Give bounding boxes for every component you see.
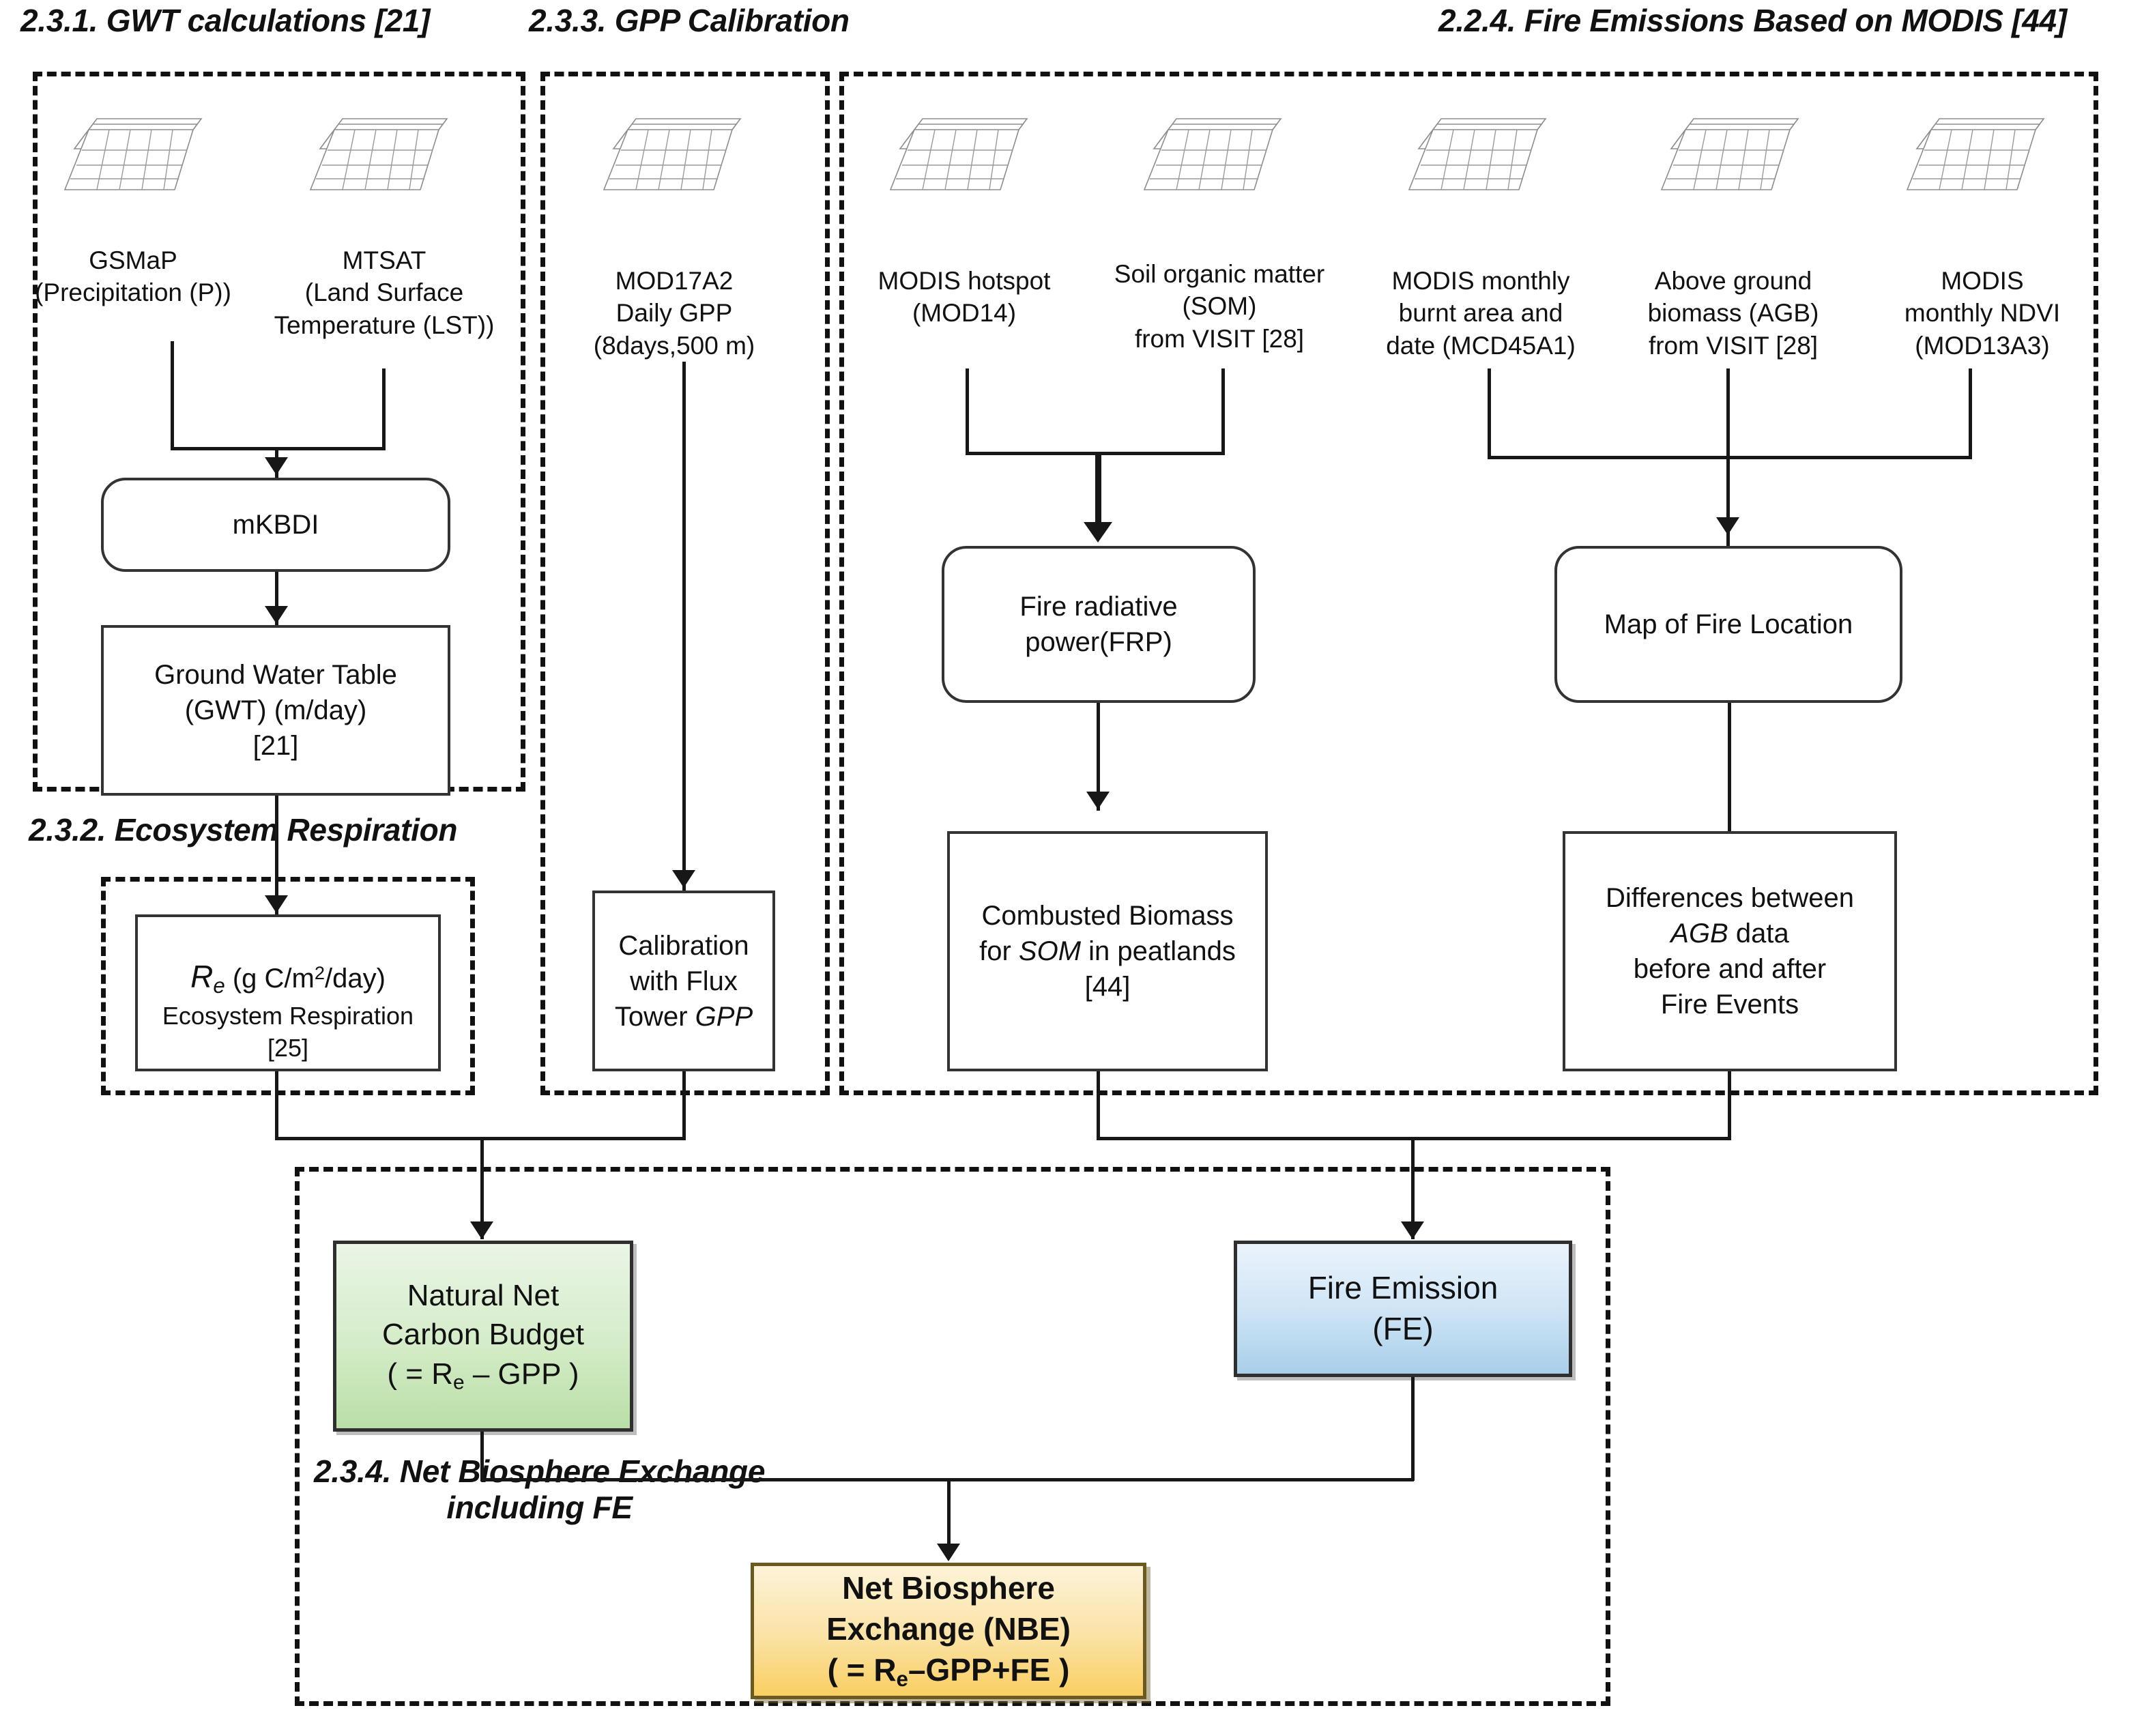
node-re-line3: [25] bbox=[267, 1033, 309, 1062]
connector-agb-down bbox=[1726, 368, 1730, 457]
arrow-to-calibration bbox=[672, 870, 695, 888]
connector-agbdiff-down bbox=[1728, 1071, 1731, 1140]
node-combusted-line1: Combusted Biomass bbox=[981, 901, 1234, 931]
node-gwt-line3: [21] bbox=[252, 731, 299, 761]
connector-firemap-to-agbdiff bbox=[1728, 703, 1731, 833]
node-nncb-line1: Natural Net bbox=[407, 1279, 560, 1313]
data-stack-icon-som bbox=[1141, 115, 1284, 197]
node-agbdiff-line1: Differences between bbox=[1606, 883, 1854, 913]
data-stack-label-agb: Above ground biomass (AGB) from VISIT [2… bbox=[1647, 267, 1819, 360]
node-combusted-biomass[interactable]: Combusted Biomass for SOM in peatlands [… bbox=[947, 831, 1268, 1071]
node-calibration-flux-tower[interactable]: Calibration with Flux Tower GPP bbox=[592, 891, 775, 1071]
arrow-to-firemap bbox=[1716, 517, 1739, 535]
connector-burnt-down bbox=[1488, 368, 1491, 457]
section-title-fire: 2.2.4. Fire Emissions Based on MODIS [44… bbox=[1438, 3, 2067, 38]
node-map-of-fire-location[interactable]: Map of Fire Location bbox=[1554, 546, 1902, 703]
node-agbdiff-line4: Fire Events bbox=[1660, 989, 1799, 1019]
section-title-gpp: 2.3.3. GPP Calibration bbox=[529, 3, 850, 38]
arrow-to-re bbox=[265, 895, 288, 913]
data-stack-label-mod17a2: MOD17A2 Daily GPP (8days,500 m) bbox=[593, 267, 755, 360]
data-stack-icon-burnt-area bbox=[1406, 115, 1549, 197]
node-frp-line2: power(FRP) bbox=[1025, 627, 1172, 657]
node-nbe-line3: ( = Re–GPP+FE ) bbox=[827, 1652, 1070, 1691]
connector-ndvi-down bbox=[1969, 368, 1972, 457]
node-nbe-line2: Exchange (NBE) bbox=[826, 1611, 1071, 1647]
data-stack-label-burnt-area: MODIS monthly burnt area and date (MCD45… bbox=[1386, 267, 1576, 360]
node-calibration-line1: Calibration bbox=[618, 930, 749, 961]
group-frame-ecosystem-respiration bbox=[101, 877, 475, 1095]
data-stack-icon-mtsat bbox=[307, 115, 450, 197]
connector-merge-to-fe bbox=[1411, 1137, 1415, 1239]
data-stack-icon-mod17a2 bbox=[600, 115, 744, 197]
section-title-ecosystem-respiration: 2.3.2. Ecosystem Respiration bbox=[29, 812, 458, 848]
arrow-to-frp bbox=[1084, 522, 1112, 542]
node-frp-line1: Fire radiative bbox=[1019, 592, 1178, 622]
connector-frp-to-combusted bbox=[1097, 703, 1100, 811]
data-stack-icon-agb bbox=[1658, 115, 1801, 197]
connector-calibration-down bbox=[682, 1071, 686, 1140]
node-fire-emission[interactable]: Fire Emission (FE) bbox=[1234, 1241, 1572, 1377]
data-stack-label-gsmap: GSMaP (Precipitation (P)) bbox=[35, 246, 231, 307]
connector-mod17a2-down bbox=[682, 362, 686, 891]
group-frame-nbe bbox=[295, 1167, 1610, 1706]
connector-merge-to-nncb bbox=[480, 1137, 484, 1239]
section-title-nbe: 2.3.4. Net Biosphere Exchange including … bbox=[314, 1453, 766, 1525]
node-agbdiff-line2: AGB data bbox=[1670, 918, 1789, 949]
arrow-to-mkbdi bbox=[265, 457, 288, 475]
node-calibration-line3: Tower GPP bbox=[614, 1001, 753, 1032]
arrow-to-fe bbox=[1401, 1221, 1424, 1239]
connector-merge-to-firemap bbox=[1726, 456, 1730, 548]
node-fe-line1: Fire Emission bbox=[1307, 1270, 1498, 1306]
node-agb-differences[interactable]: Differences between AGB data before and … bbox=[1563, 831, 1897, 1071]
node-gwt-line2: (GWT) (m/day) bbox=[184, 695, 367, 725]
node-agbdiff-line3: before and after bbox=[1633, 954, 1827, 984]
node-nncb-line2: Carbon Budget bbox=[382, 1318, 584, 1352]
data-stack-label-mtsat: MTSAT (Land Surface Temperature (LST)) bbox=[274, 246, 495, 339]
data-stack-icon-ndvi bbox=[1904, 115, 2047, 197]
node-firemap-label: Map of Fire Location bbox=[1604, 609, 1853, 639]
arrow-to-nbe bbox=[937, 1544, 960, 1561]
data-stack-icon-gsmap bbox=[61, 115, 205, 197]
data-stack-label-hotspot: MODIS hotspot (MOD14) bbox=[878, 267, 1051, 328]
node-ecosystem-respiration[interactable]: Re (g C/m2/day) Ecosystem Respiration [2… bbox=[135, 914, 441, 1071]
connector-gwt-to-re bbox=[275, 796, 278, 915]
arrow-to-nncb bbox=[470, 1221, 493, 1239]
node-mkbdi[interactable]: mKBDI bbox=[101, 478, 450, 572]
node-calibration-line2: with Flux bbox=[630, 966, 738, 996]
node-fe-line2: (FE) bbox=[1372, 1311, 1434, 1346]
connector-mkbdi-to-gwt bbox=[275, 572, 278, 625]
data-stack-label-ndvi: MODIS monthly NDVI (MOD13A3) bbox=[1904, 267, 2061, 360]
node-fire-radiative-power[interactable]: Fire radiative power(FRP) bbox=[942, 546, 1256, 703]
node-gwt-line1: Ground Water Table bbox=[154, 660, 397, 690]
node-nncb-line3: ( = Re – GPP ) bbox=[387, 1357, 579, 1393]
node-combusted-line2: for SOM in peatlands bbox=[979, 936, 1236, 966]
connector-merge-to-nbe bbox=[947, 1478, 951, 1557]
data-stack-icon-hotspot bbox=[887, 115, 1030, 197]
arrow-to-combusted bbox=[1086, 792, 1110, 809]
connector-hotspot-down bbox=[966, 368, 969, 454]
connector-merge-to-frp bbox=[1095, 452, 1101, 530]
connector-som-down bbox=[1221, 368, 1225, 454]
node-ground-water-table[interactable]: Ground Water Table (GWT) (m/day) [21] bbox=[101, 625, 450, 796]
node-mkbdi-label: mKBDI bbox=[232, 510, 319, 540]
connector-firemap-merge bbox=[1488, 456, 1972, 459]
connector-fe-down bbox=[1411, 1377, 1415, 1481]
connector-gsmap-down bbox=[171, 341, 174, 449]
node-re-line2: Ecosystem Respiration bbox=[162, 1001, 414, 1030]
arrow-to-gwt bbox=[265, 606, 288, 624]
section-title-gwt: 2.3.1. GWT calculations [21] bbox=[20, 3, 430, 38]
node-combusted-line3: [44] bbox=[1084, 972, 1131, 1002]
data-stack-label-som: Soil organic matter (SOM) from VISIT [28… bbox=[1114, 260, 1325, 353]
group-frame-fire bbox=[839, 72, 2098, 1095]
connector-nncb-down bbox=[480, 1432, 484, 1481]
connector-re-down bbox=[275, 1071, 278, 1140]
node-natural-net-carbon-budget[interactable]: Natural Net Carbon Budget ( = Re – GPP ) bbox=[333, 1241, 633, 1432]
node-nbe-line1: Net Biosphere bbox=[842, 1570, 1055, 1606]
node-re-line1: Re (g C/m2/day) bbox=[190, 959, 386, 998]
connector-combusted-down bbox=[1097, 1071, 1100, 1140]
node-net-biosphere-exchange[interactable]: Net Biosphere Exchange (NBE) ( = Re–GPP+… bbox=[751, 1563, 1146, 1699]
connector-mtsat-down bbox=[382, 368, 386, 449]
